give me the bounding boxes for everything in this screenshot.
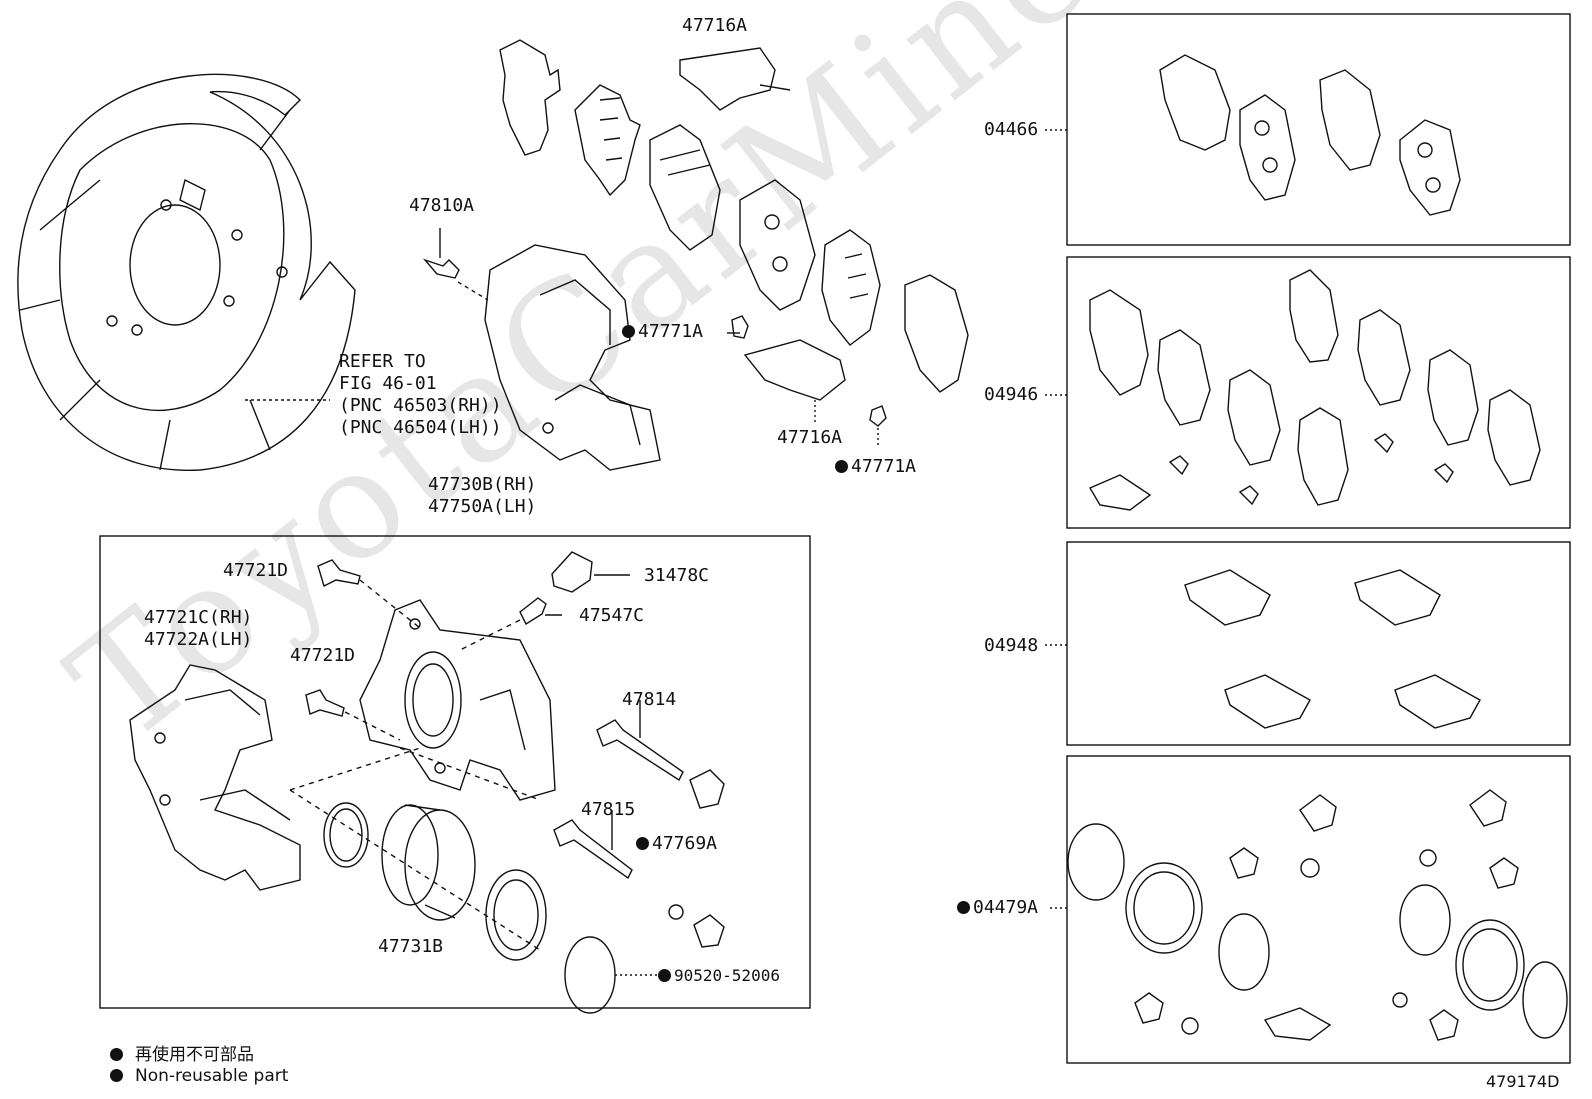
caliper-body bbox=[359, 599, 556, 801]
label-47731B: 47731B bbox=[378, 936, 444, 957]
pin-boot-upper bbox=[689, 769, 725, 809]
label-47730B-RH: 47730B(RH) bbox=[428, 474, 537, 495]
ring-90520-52006 bbox=[564, 936, 616, 1014]
kit-box-04466 bbox=[1066, 13, 1571, 246]
label-kit-04479A: 04479A bbox=[957, 898, 1038, 918]
label-47750A-LH: 47750A(LH) bbox=[428, 496, 537, 517]
bushing-47769A bbox=[668, 904, 684, 920]
boot-31478C bbox=[551, 551, 593, 593]
guide-pin-47814 bbox=[596, 700, 684, 782]
legend-english: Non-reusable part bbox=[110, 1066, 288, 1086]
anti-squeal-shim-top bbox=[679, 47, 791, 111]
refer-line-3: (PNC 46503(RH)) bbox=[339, 395, 502, 416]
bolt-47810A bbox=[422, 228, 489, 301]
label-47810A: 47810A bbox=[409, 195, 475, 216]
kit-leaders bbox=[1045, 129, 1067, 909]
pin-boot-lower bbox=[693, 914, 725, 948]
refer-line-4: (PNC 46504(LH)) bbox=[339, 417, 502, 438]
guide-pin-47815 bbox=[553, 810, 633, 880]
anti-squeal-shim-mid bbox=[743, 339, 846, 422]
refer-line-2: FIG 46-01 bbox=[339, 373, 437, 394]
bolt-47721D-upper bbox=[317, 559, 361, 587]
label-31478C: 31478C bbox=[644, 565, 710, 586]
label-47716A-mid: 47716A bbox=[777, 427, 843, 448]
kit-box-04479A bbox=[1066, 755, 1571, 1064]
dust-cover-plate bbox=[17, 73, 356, 471]
kit-box-04946 bbox=[1066, 256, 1571, 529]
label-47721D-upper: 47721D bbox=[223, 560, 289, 581]
label-kit-04466: 04466 bbox=[984, 119, 1039, 140]
caliper-mounting-bracket bbox=[484, 244, 661, 471]
label-47771A-upper: 47771A bbox=[622, 322, 703, 342]
label-kit-04946: 04946 bbox=[984, 384, 1039, 405]
label-47722A-LH: 47722A(LH) bbox=[144, 629, 253, 650]
bleeder-47547C bbox=[519, 597, 547, 626]
label-47814: 47814 bbox=[622, 689, 677, 710]
caliper-bracket-lower bbox=[129, 664, 301, 891]
legend-japanese: 再使用不可部品 bbox=[110, 1040, 254, 1065]
kit-04946-items bbox=[1088, 269, 1541, 511]
kit-04948-shims bbox=[1184, 569, 1481, 729]
label-47769A: 47769A bbox=[636, 834, 717, 854]
label-47721D-lower: 47721D bbox=[290, 645, 356, 666]
label-47547C: 47547C bbox=[579, 605, 645, 626]
drawing-number: 479174D bbox=[1486, 1072, 1560, 1091]
pad-clip-lower bbox=[869, 405, 887, 427]
kit-04479A-seals bbox=[1067, 789, 1568, 1041]
label-47815: 47815 bbox=[581, 799, 636, 820]
kit-box-04948 bbox=[1066, 541, 1571, 746]
piston-seal bbox=[323, 802, 369, 868]
cylinder-boot bbox=[485, 869, 547, 961]
label-kit-04948: 04948 bbox=[984, 635, 1039, 656]
label-47716A-top: 47716A bbox=[682, 15, 748, 36]
caliper-assembly-box bbox=[99, 535, 811, 1009]
kit-04466-pads bbox=[1159, 54, 1461, 216]
label-47721C-RH: 47721C(RH) bbox=[144, 607, 253, 628]
label-47771A-lower: 47771A bbox=[835, 457, 916, 477]
upper-brake-pads bbox=[499, 39, 969, 393]
label-90520-52006: 90520-52006 bbox=[658, 966, 780, 986]
piston-47731B bbox=[381, 804, 476, 921]
bolt-47721D-lower bbox=[305, 689, 345, 717]
refer-line-1: REFER TO bbox=[339, 351, 426, 372]
pad-clip-upper bbox=[731, 315, 749, 339]
